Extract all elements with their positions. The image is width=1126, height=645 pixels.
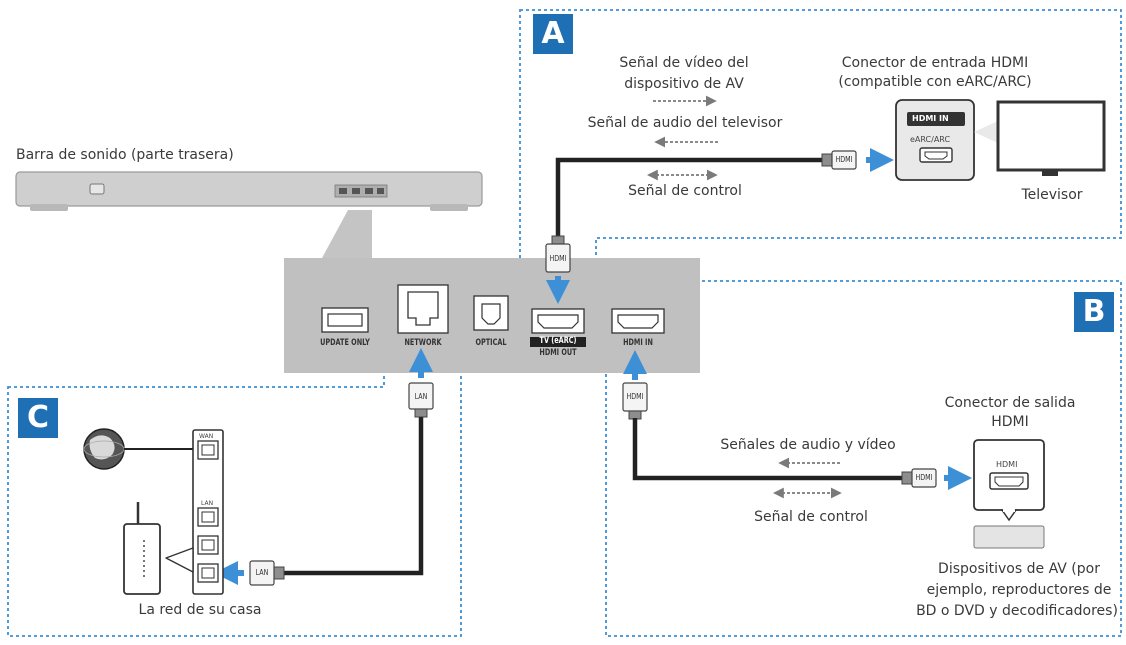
tv-earc-label: TV (eARC) [539, 336, 577, 346]
lan-plug-router-label: LAN [255, 568, 269, 577]
zoom-callout [322, 210, 372, 258]
usb-port [321, 307, 369, 333]
devices-label-2: ejemplo, reproductores de [926, 582, 1112, 598]
hdmi-plug-soundbar-a [545, 235, 571, 273]
lan-cable [280, 417, 424, 576]
devices-label-1: Dispositivos de AV (por [938, 561, 1100, 577]
control-signal-label-a: Señal de control [628, 183, 742, 199]
tv-illustration [895, 99, 1106, 181]
hdmi-in-label: HDMI IN [623, 338, 653, 348]
network-label: NETWORK [404, 338, 442, 348]
network-port [397, 284, 449, 334]
lan-plug-soundbar-label: LAN [414, 392, 428, 401]
section-a-frame [519, 9, 1122, 368]
output-label-1: Conector de salida [944, 395, 1076, 411]
device-hdmi-label: HDMI [996, 460, 1018, 469]
section-c-badge: C [18, 398, 58, 438]
update-only-label: UPDATE ONLY [320, 338, 370, 348]
globe-icon [83, 428, 198, 470]
av-signals-label: Señales de audio y vídeo [720, 437, 896, 453]
home-network-label: La red de su casa [138, 602, 262, 618]
hdmi-plug-device-label: HDMI [915, 473, 933, 482]
tv-earc-arc-label: eARC/ARC [910, 135, 951, 144]
soundbar-illustration [15, 171, 483, 211]
devices-label-3: BD o DVD y decodificadores) [916, 603, 1118, 619]
router-illustration [123, 502, 161, 595]
hdmi-plug-soundbar-b [622, 382, 648, 420]
section-a-badge: A [533, 14, 573, 54]
output-label-2: HDMI [991, 414, 1029, 430]
hdmi-in-port [611, 308, 665, 334]
hdmi-plug-soundbar-b-label: HDMI [626, 392, 644, 401]
optical-port [473, 295, 509, 331]
video-signal-label-2: dispositivo de AV [624, 76, 744, 92]
router-lan-label: LAN [201, 500, 214, 507]
section-b-badge: B [1074, 292, 1114, 332]
optical-label: OPTICAL [475, 338, 507, 348]
control-signal-label-b: Señal de control [754, 509, 868, 525]
hdmi-input-label-1: Conector de entrada HDMI [841, 55, 1029, 71]
hdmi-plug-tv-label: HDMI [835, 155, 853, 164]
router-panel [192, 429, 224, 595]
hdmi-input-label-2: (compatible con eARC/ARC) [838, 74, 1032, 90]
router-callout [165, 547, 194, 573]
hdmi-out-port [530, 308, 586, 347]
lan-plug-soundbar [408, 382, 434, 418]
lan-plug-router [249, 560, 285, 586]
video-signal-label-1: Señal de vídeo del [619, 55, 749, 71]
tv-hdmi-in-label: HDMI IN [912, 114, 949, 123]
hdmi-cable-b [632, 418, 906, 481]
audio-tv-signal-label: Señal de audio del televisor [587, 115, 783, 131]
hdmi-plug-device [901, 468, 937, 488]
soundbar-label: Barra de sonido (parte trasera) [16, 147, 234, 163]
tv-label: Televisor [1021, 187, 1083, 203]
section-b-frame [605, 280, 1122, 637]
hdmi-cable-a [555, 157, 826, 240]
hdmi-plug-tv [821, 150, 857, 170]
router-wan-label: WAN [199, 433, 214, 440]
av-device-illustration [973, 439, 1045, 549]
hdmi-plug-soundbar-a-label: HDMI [549, 254, 567, 263]
hdmi-out-label: HDMI OUT [539, 348, 577, 358]
